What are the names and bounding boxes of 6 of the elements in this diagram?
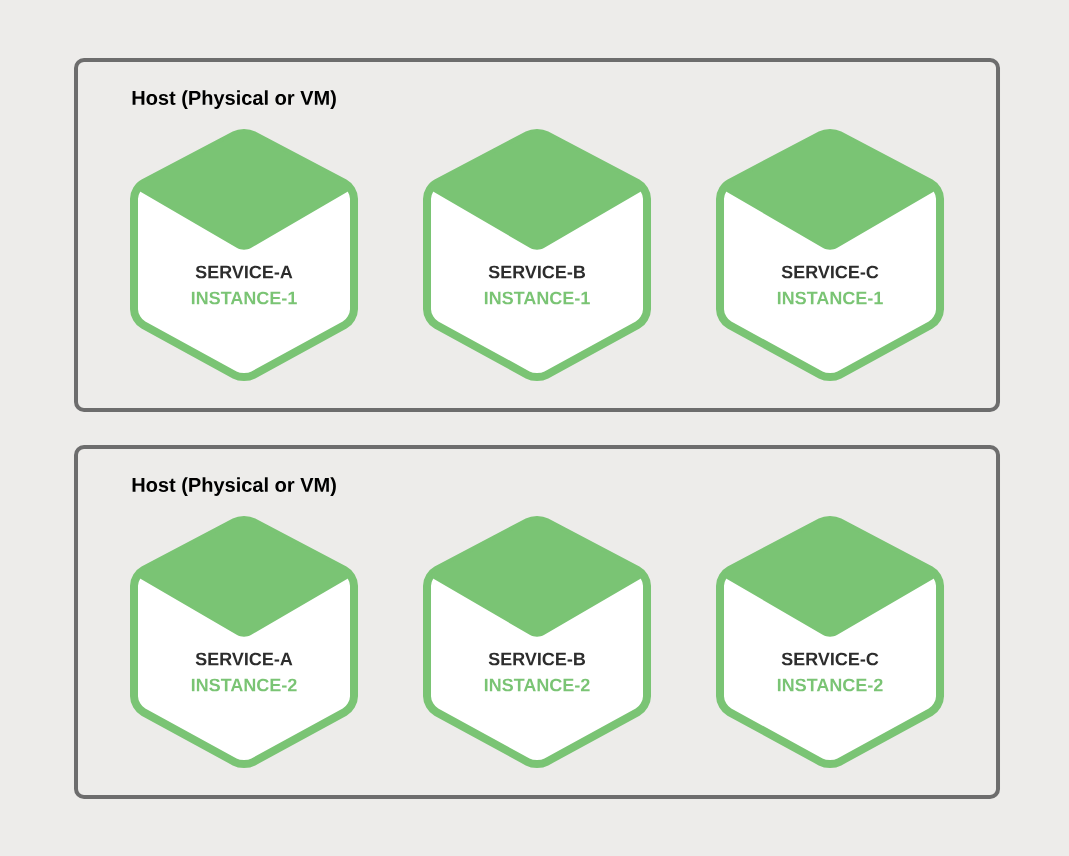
hexagon-node: SERVICE-B INSTANCE-1 <box>423 128 651 381</box>
hexagon-node: SERVICE-B INSTANCE-2 <box>423 515 651 768</box>
hexagon-node: SERVICE-C INSTANCE-2 <box>716 515 944 768</box>
hexagon-node: SERVICE-A INSTANCE-2 <box>130 515 358 768</box>
hexagon-node: SERVICE-C INSTANCE-1 <box>716 128 944 381</box>
hexagon-node: SERVICE-A INSTANCE-1 <box>130 128 358 381</box>
